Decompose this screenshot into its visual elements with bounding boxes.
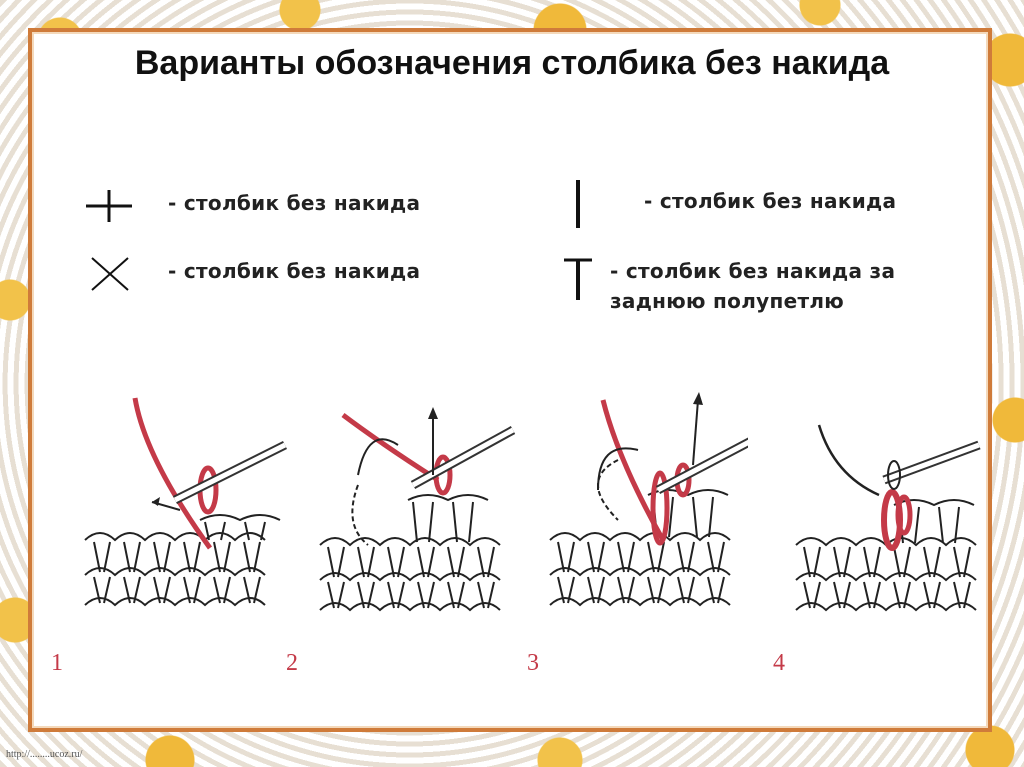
- source-credit: http://........ucoz.ru/: [6, 749, 82, 760]
- legend-text-plus: - столбик без накида: [168, 188, 420, 218]
- step-number-3: 3: [527, 650, 539, 677]
- step-3-illustration: [548, 390, 748, 630]
- fabric-rows: [85, 515, 280, 605]
- legend-text-vertical: - столбик без накида: [644, 186, 896, 216]
- cross-icon: [88, 254, 132, 294]
- plus-icon: [84, 186, 134, 226]
- step-number-4: 4: [773, 650, 785, 677]
- step-number-1: 1: [51, 650, 63, 677]
- step-1-illustration: [80, 390, 290, 630]
- step-4-illustration: [794, 420, 984, 630]
- step-2-illustration: [318, 405, 518, 630]
- legend-text-t-line2: заднюю полупетлю: [610, 286, 844, 316]
- step-number-2: 2: [286, 650, 298, 677]
- legend-text-t-line1: - столбик без накида за: [610, 256, 895, 286]
- slide-title: Варианты обозначения столбика без накида: [0, 44, 1024, 83]
- t-symbol-icon: [560, 254, 596, 304]
- vertical-line-icon: [566, 176, 590, 232]
- legend-text-cross: - столбик без накида: [168, 256, 420, 286]
